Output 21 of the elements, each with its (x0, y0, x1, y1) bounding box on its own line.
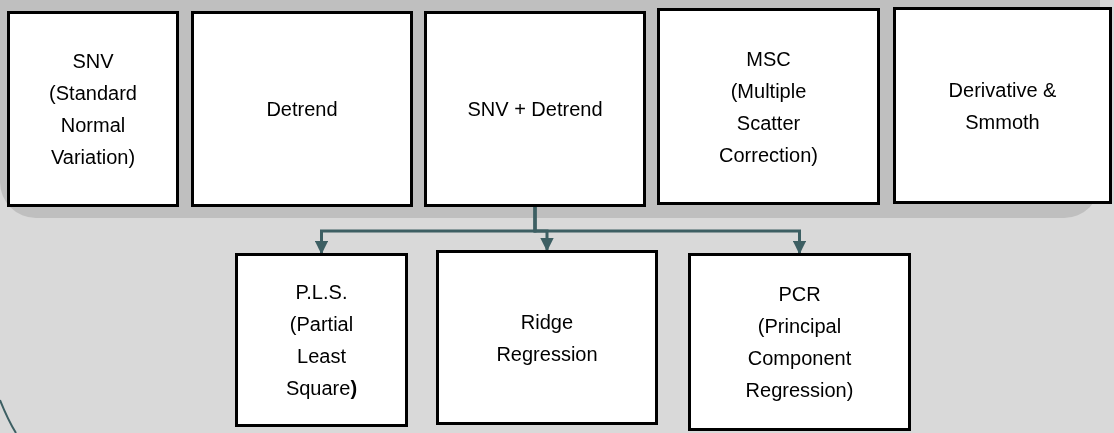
process-box (7, 11, 179, 207)
process-box (657, 8, 880, 205)
box-label: (Standard Normal Variation) (48, 81, 138, 170)
process-box (235, 253, 408, 427)
arrow (533, 207, 807, 255)
box-label: (Partial Least Square) (284, 312, 359, 401)
process-box (191, 11, 413, 207)
box-label: P.L.S. (295, 280, 348, 305)
box-label: SNV + Detrend (467, 97, 603, 122)
process-box (893, 7, 1112, 204)
box-label: Ridge Regression (495, 309, 599, 367)
box-label: SNV (72, 49, 114, 74)
box-label: (Principal Component Regression) (744, 314, 855, 403)
box-label: MSC (746, 46, 791, 72)
box-label: (Multiple Scatter Correction) (718, 78, 819, 168)
box-label: Detrend (266, 97, 338, 122)
process-box (424, 11, 646, 207)
box-label: Derivative & Smmoth (947, 77, 1058, 135)
process-box (688, 253, 911, 431)
process-box (436, 250, 658, 425)
box-label: PCR (778, 282, 821, 307)
